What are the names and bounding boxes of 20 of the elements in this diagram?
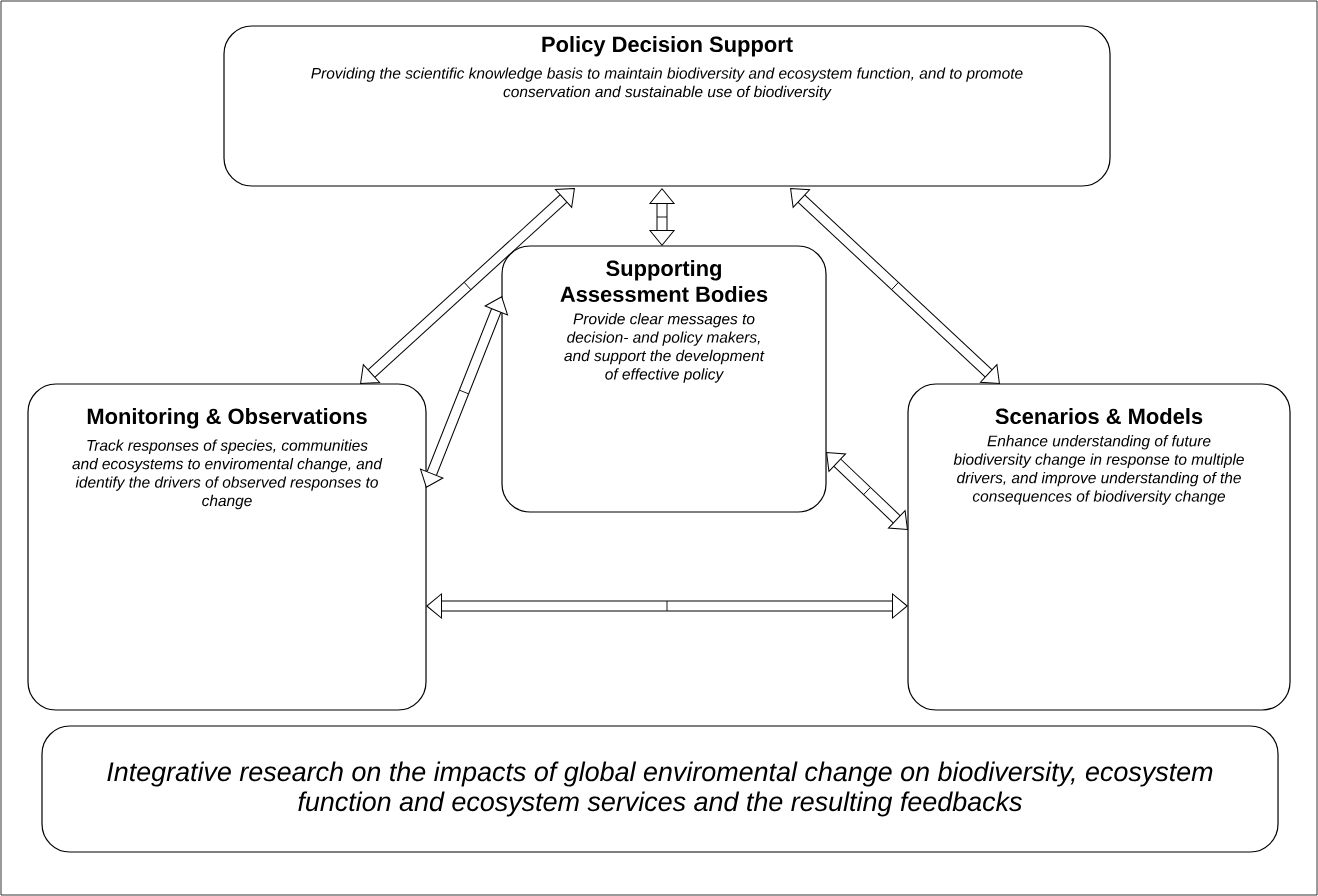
double-arrow <box>826 452 908 530</box>
rounded-box <box>907 383 1291 711</box>
rounded-box <box>501 245 827 513</box>
heading: Monitoring & Observations <box>87 408 367 429</box>
double-arrow <box>790 188 1000 384</box>
heading: Supporting Assessment Bodies <box>560 260 768 302</box>
description: Enhance understanding of future biodiversity change in response to multiple drivers, and improve understanding of the consequences of biodiversity change <box>953 435 1244 505</box>
double-arrow <box>420 296 508 488</box>
description: Integrative research on the impacts of global enviromental change on biodiversity, ecosystem function and ecosystem services and the resulting feedbacks <box>107 761 1213 817</box>
heading: Scenarios & Models <box>995 408 1203 425</box>
description: Provide clear messages to decision- and policy makers, and support the development of effective policy <box>564 313 765 383</box>
heading: Policy Decision Support <box>542 36 793 57</box>
rounded-box <box>27 383 427 711</box>
description: Track responses of species, communities and ecosystems to enviromental change, and identify the drivers of observed responses to change <box>72 439 383 510</box>
double-arrow <box>360 188 575 384</box>
double-arrow <box>649 188 675 246</box>
rounded-box <box>223 25 1111 187</box>
rounded-box <box>41 725 1279 853</box>
description: Providing the scientific knowledge basis to maintain biodiversity and ecosystem function, and to promote conservation and sustainable use of biodiversity <box>311 67 1023 101</box>
double-arrow <box>426 593 908 619</box>
